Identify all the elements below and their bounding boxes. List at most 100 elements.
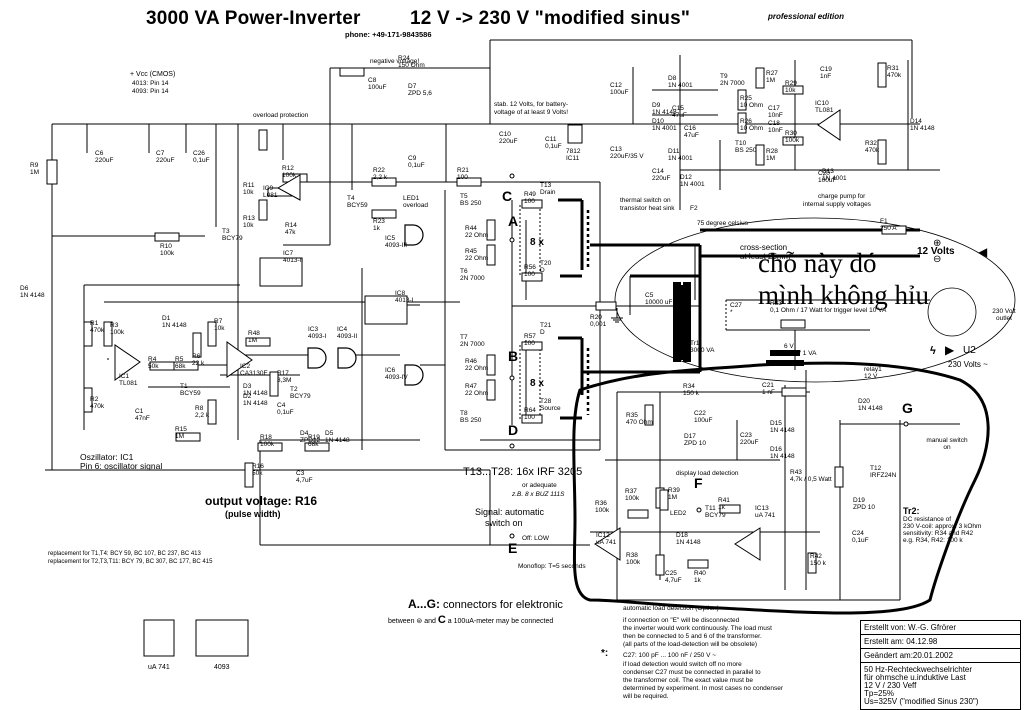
component-ref: C26: [193, 150, 205, 157]
component-value: 22 Ohm: [465, 232, 489, 239]
component-ref: C20: [818, 170, 830, 177]
component-ref: R17: [277, 370, 289, 377]
component-value: ZPD 5,6: [408, 90, 432, 97]
component-ref: R13: [243, 215, 255, 222]
component-ref: T3: [222, 228, 230, 235]
component-ref: IC9: [263, 185, 274, 192]
component-value: 4013-I: [395, 297, 414, 304]
component-ref: D9: [652, 102, 661, 109]
component-value: 0,1 Ohm / 17 Watt for trigger level 10 V…: [770, 307, 887, 314]
component-value: 1M: [30, 169, 40, 176]
manual-switch-label: manual switch on: [926, 437, 968, 451]
vcc-4013: 4013: Pin 14: [132, 80, 169, 87]
component-value: uA 741: [755, 512, 776, 519]
vcc-4093: 4093: Pin 14: [132, 88, 169, 95]
component-value: 3,3M: [277, 377, 292, 384]
component-ref: C8: [368, 77, 377, 84]
component-f2: F2: [690, 205, 698, 212]
component-value: 2N 7000: [460, 275, 485, 282]
component-value: BCY79: [290, 393, 311, 400]
component-value: 150 k: [810, 560, 826, 567]
tr2-1: DC resistance of: [903, 516, 952, 523]
component-ref: LED2: [670, 510, 687, 517]
component-value: 1N 4148: [243, 400, 268, 407]
u2-label: U2: [963, 345, 976, 356]
component-value: 1N 4148: [858, 405, 883, 412]
component-value: 10000 uF: [645, 299, 673, 306]
component-value: 1N 4148: [243, 390, 268, 397]
component-value: 22 Ohm: [465, 365, 489, 372]
component-value: 470 Ohm: [626, 419, 653, 426]
output-voltage-label: output voltage: R16: [205, 494, 318, 508]
overlay-note-line2: mình không hỉu: [758, 280, 930, 310]
component-ref: C14: [652, 168, 664, 175]
component-value: 0,001: [590, 321, 607, 328]
title-right: 12 V -> 230 V "modified sinus": [410, 8, 691, 29]
component-value: 100: [524, 414, 535, 421]
component-ref: C24: [852, 530, 864, 537]
component-ref: R34: [683, 383, 695, 390]
component-value: 10k: [214, 325, 225, 332]
component-value: 10nF: [768, 127, 783, 134]
component-ref: IC8: [395, 290, 406, 297]
component-value: 1M: [766, 155, 776, 162]
component-value: 1N 4148: [770, 453, 795, 460]
component-value: 3000 VA: [690, 347, 715, 354]
component-ref: F2: [690, 205, 698, 212]
component-value: 100k: [282, 172, 297, 179]
arrow-left-icon: ◀: [978, 245, 988, 259]
cross-section-2: at least 25mm²: [740, 252, 793, 261]
tr2-4: e.g. R34, R42: 100 k: [903, 537, 963, 544]
meter-text-3: a 100uA-meter may be connected: [447, 618, 554, 625]
component-ref: D15: [770, 420, 782, 427]
component-ref: IC3: [308, 326, 319, 333]
component-value: ZPD 10: [684, 440, 707, 447]
component-ref: R48: [248, 330, 260, 337]
description: 50 Hz-Rechteckwechselrichter für ohmsche…: [861, 663, 1020, 709]
component-ref: T7: [460, 334, 468, 341]
connectors-note: A...G: connectors for elektronic: [408, 597, 563, 611]
component-c27: C27*: [730, 302, 742, 316]
connectors-head: A...G:: [408, 597, 440, 611]
component-value: 4093-III: [385, 242, 408, 249]
u2-voltage: 230 Volts ~: [948, 360, 988, 369]
component-ref: C5: [645, 292, 654, 299]
component-value: D: [540, 329, 545, 336]
component-value: 1nF: [820, 73, 832, 80]
component-ref: C12: [610, 82, 622, 89]
stab-note-1: stab. 12 Volts, for battery-: [494, 101, 569, 108]
component-ref: IC13: [755, 505, 769, 512]
component-ref: T5: [460, 193, 468, 200]
stab-note-2: voltage of at least 9 Volts!: [494, 109, 569, 116]
star-marker: *:: [601, 648, 609, 659]
component-value: 100k: [626, 559, 641, 566]
component-ref: R39: [668, 487, 680, 494]
component-value: 1N 4001: [822, 175, 847, 182]
